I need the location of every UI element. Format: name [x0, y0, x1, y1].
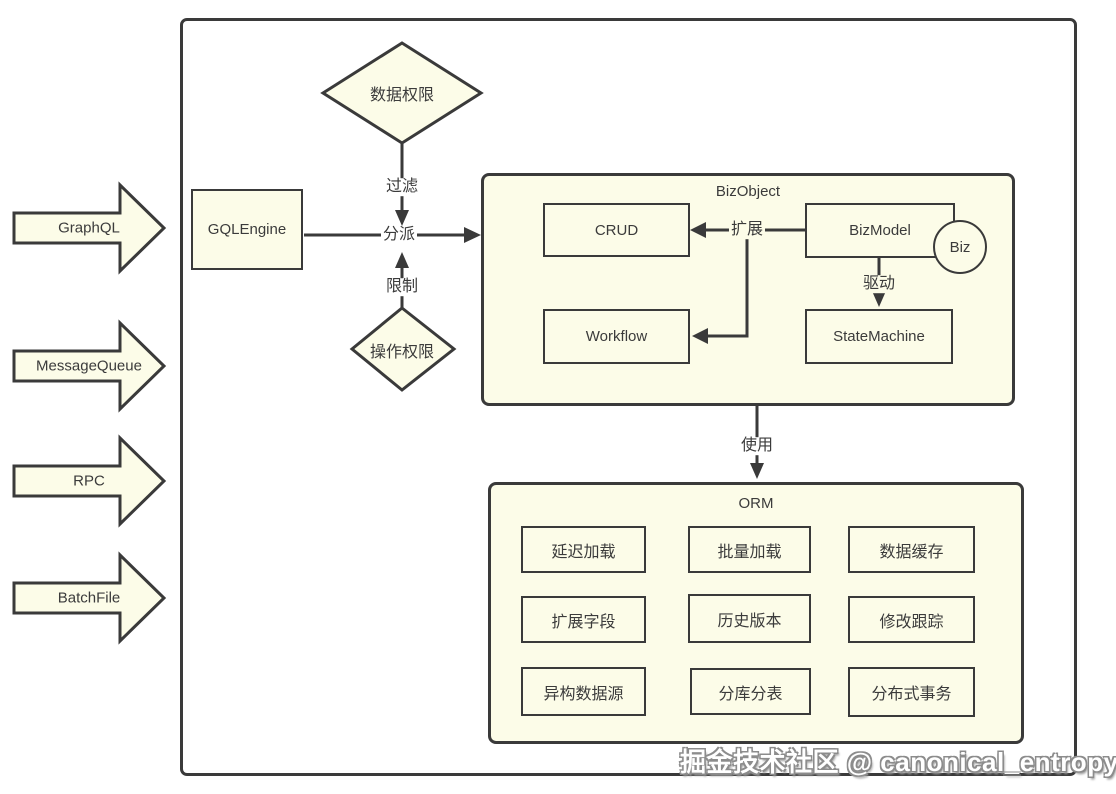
dispatch-arrowhead [464, 227, 481, 243]
gqlengine-node: GQLEngine [191, 189, 303, 270]
edge-label-use: 使用 [738, 437, 776, 455]
edge-label-filter: 过滤 [383, 178, 421, 196]
orm-feature-batch-load: 批量加载 [688, 526, 811, 573]
orm-title: ORM [738, 495, 774, 512]
bizmodel-node: BizModel [805, 203, 955, 258]
biz-circle-badge: Biz [933, 220, 987, 274]
orm-feature-sharding: 分库分表 [690, 668, 811, 715]
data-permission-label: 数据权限 [369, 87, 435, 104]
bizobject-title: BizObject [715, 183, 781, 200]
edge-label-limit: 限制 [383, 278, 421, 296]
extend-branch-line [700, 230, 749, 338]
statemachine-node: StateMachine [805, 309, 953, 364]
data-permission-diamond [320, 41, 484, 145]
crud-node: CRUD [543, 203, 690, 257]
use-arrowhead [750, 463, 764, 479]
input-arrow-batchfile [12, 551, 167, 645]
orm-feature-extended-fields: 扩展字段 [521, 596, 646, 643]
input-label-messagequeue: MessageQueue [36, 357, 142, 375]
input-label-rpc: RPC [73, 472, 105, 490]
extend-branch-arrowhead [692, 328, 708, 344]
input-label-graphql: GraphQL [58, 219, 120, 237]
input-arrow-rpc [12, 434, 167, 528]
operation-permission-label: 操作权限 [369, 344, 435, 361]
workflow-node: Workflow [543, 309, 690, 364]
edge-label-drive: 驱动 [860, 275, 898, 293]
edge-label-extend: 扩展 [728, 221, 766, 239]
operation-permission-diamond [349, 306, 457, 392]
orm-feature-hetero-datasource: 异构数据源 [521, 667, 646, 716]
drive-arrowhead [872, 291, 886, 307]
orm-feature-history-version: 历史版本 [688, 594, 811, 643]
input-arrow-messagequeue [12, 319, 167, 413]
orm-feature-change-tracking: 修改跟踪 [848, 596, 975, 643]
edge-label-dispatch: 分派 [380, 226, 418, 244]
orm-feature-distributed-tx: 分布式事务 [848, 667, 975, 717]
watermark-text: 掘金技术社区 @ canonical_entropy [680, 747, 1116, 777]
input-arrow-graphql [12, 181, 167, 275]
filter-arrowhead [395, 210, 409, 226]
orm-feature-data-cache: 数据缓存 [848, 526, 975, 573]
extend-arrowhead [690, 222, 706, 238]
limit-arrowhead [395, 252, 409, 268]
input-label-batchfile: BatchFile [57, 589, 121, 607]
orm-feature-lazy-load: 延迟加载 [521, 526, 646, 573]
